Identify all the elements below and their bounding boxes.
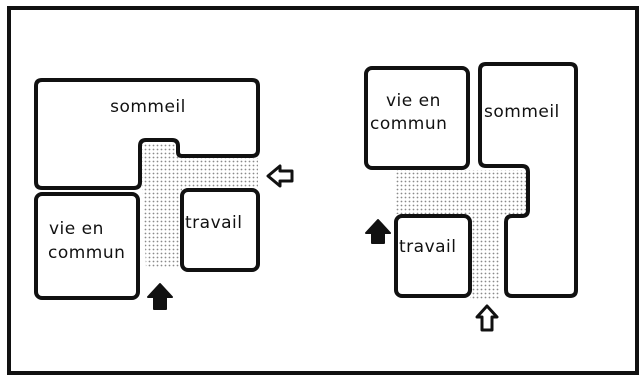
left-travail-label: travail [185, 213, 243, 233]
outer-frame [7, 6, 639, 375]
right-circulation-area [396, 170, 530, 300]
arrow-up-solid-icon [365, 219, 391, 244]
arrow-left-outline-icon [266, 164, 294, 188]
left-travail-room [180, 188, 260, 272]
right-vie-label-line1: vie en [386, 91, 441, 111]
right-sommeil-room [478, 62, 578, 298]
left-circulation-area [140, 144, 258, 268]
right-vie-label-line2: commun [370, 114, 447, 134]
left-plan: sommeil vie en commun travail [34, 78, 294, 310]
right-plan: vie en commun sommeil travail [364, 62, 578, 332]
left-vie-label-line1: vie en [49, 219, 104, 239]
left-sommeil-label: sommeil [110, 97, 186, 117]
left-sommeil-room [34, 78, 260, 190]
left-vie-en-commun-room [34, 192, 140, 300]
right-travail-label: travail [399, 237, 457, 257]
left-vie-label-line2: commun [48, 243, 125, 263]
right-vie-en-commun-room [364, 66, 470, 170]
arrow-up-outline-icon [475, 304, 499, 332]
right-travail-room [394, 214, 472, 298]
right-sommeil-label: sommeil [484, 102, 560, 122]
arrow-up-solid-icon [147, 283, 173, 310]
